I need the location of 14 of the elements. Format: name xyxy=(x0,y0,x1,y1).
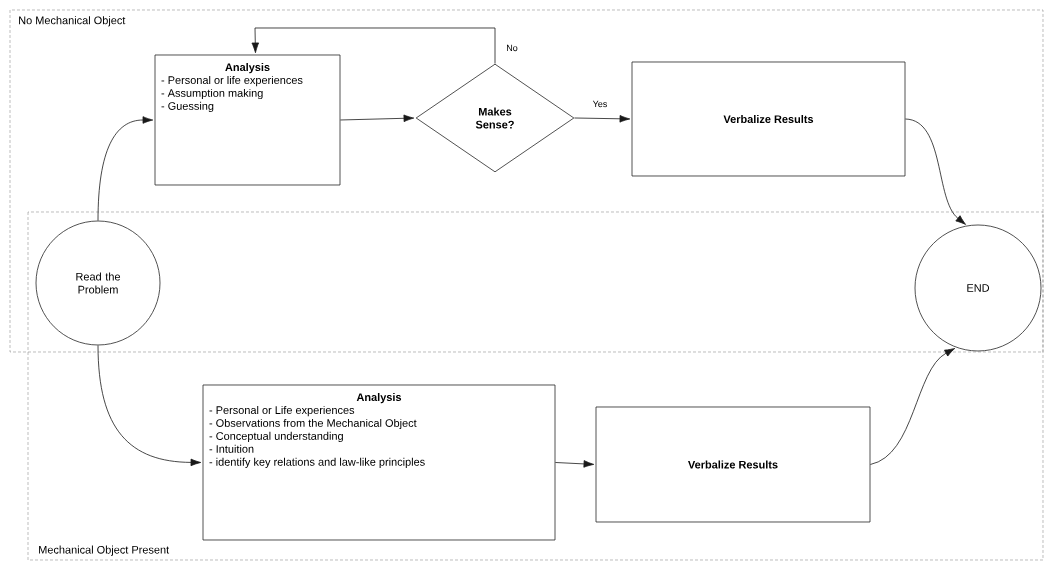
process-box: Verbalize Results xyxy=(595,406,871,523)
process-box: Verbalize Results xyxy=(631,61,906,177)
arrow xyxy=(97,116,154,221)
arrow xyxy=(555,460,595,468)
arrow xyxy=(905,118,966,225)
arrow xyxy=(251,27,496,64)
edge-label: Yes xyxy=(591,99,609,109)
arrow xyxy=(574,115,631,123)
process-box: Analysis - Personal or life experiences - Assumption making - Guessing xyxy=(154,54,341,186)
arrow xyxy=(97,345,202,467)
edge-label: No xyxy=(505,43,519,53)
arrow xyxy=(340,114,415,123)
process-box: Analysis - Personal or Life experiences - Observations from the Mechanical Object - Conceptual understanding - Intuition - identify key relations and law-like principles xyxy=(202,384,556,541)
arrow xyxy=(870,348,956,465)
